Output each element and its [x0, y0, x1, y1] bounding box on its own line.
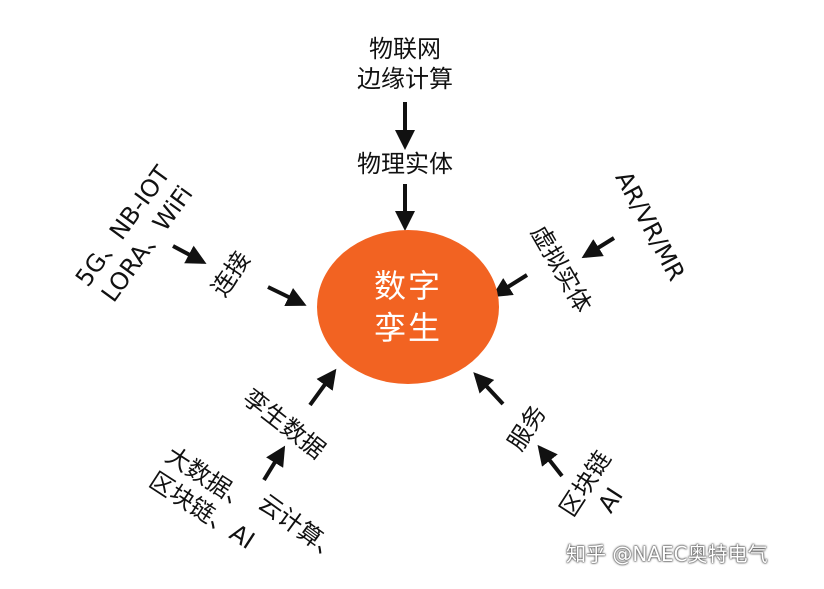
arrow-lower-right-2 — [473, 372, 505, 406]
arrow-upper-right-2 — [491, 273, 529, 298]
center-label-line2: 孪生 — [373, 309, 442, 347]
arrow-upper-left-2 — [267, 285, 307, 307]
iot-edge-line1: 物联网 — [369, 35, 441, 63]
arrow-upper-right-1 — [581, 236, 616, 259]
iot-edge-label: 物联网 边缘计算 — [340, 34, 470, 94]
digital-twin-node: 数字 孪生 — [317, 230, 499, 384]
iot-edge-line2: 边缘计算 — [357, 65, 453, 93]
arrow-lower-right-1 — [537, 444, 564, 478]
arrow-lower-left-1 — [262, 445, 286, 482]
physical-entity-label: 物理实体 — [357, 150, 453, 178]
arrow-upper-left-1 — [172, 244, 207, 264]
arrow-lower-left-2 — [308, 368, 337, 407]
zhihu-watermark: 知乎 @NAEC奥特电气 — [566, 542, 768, 566]
center-label-line1: 数字 — [373, 267, 442, 305]
